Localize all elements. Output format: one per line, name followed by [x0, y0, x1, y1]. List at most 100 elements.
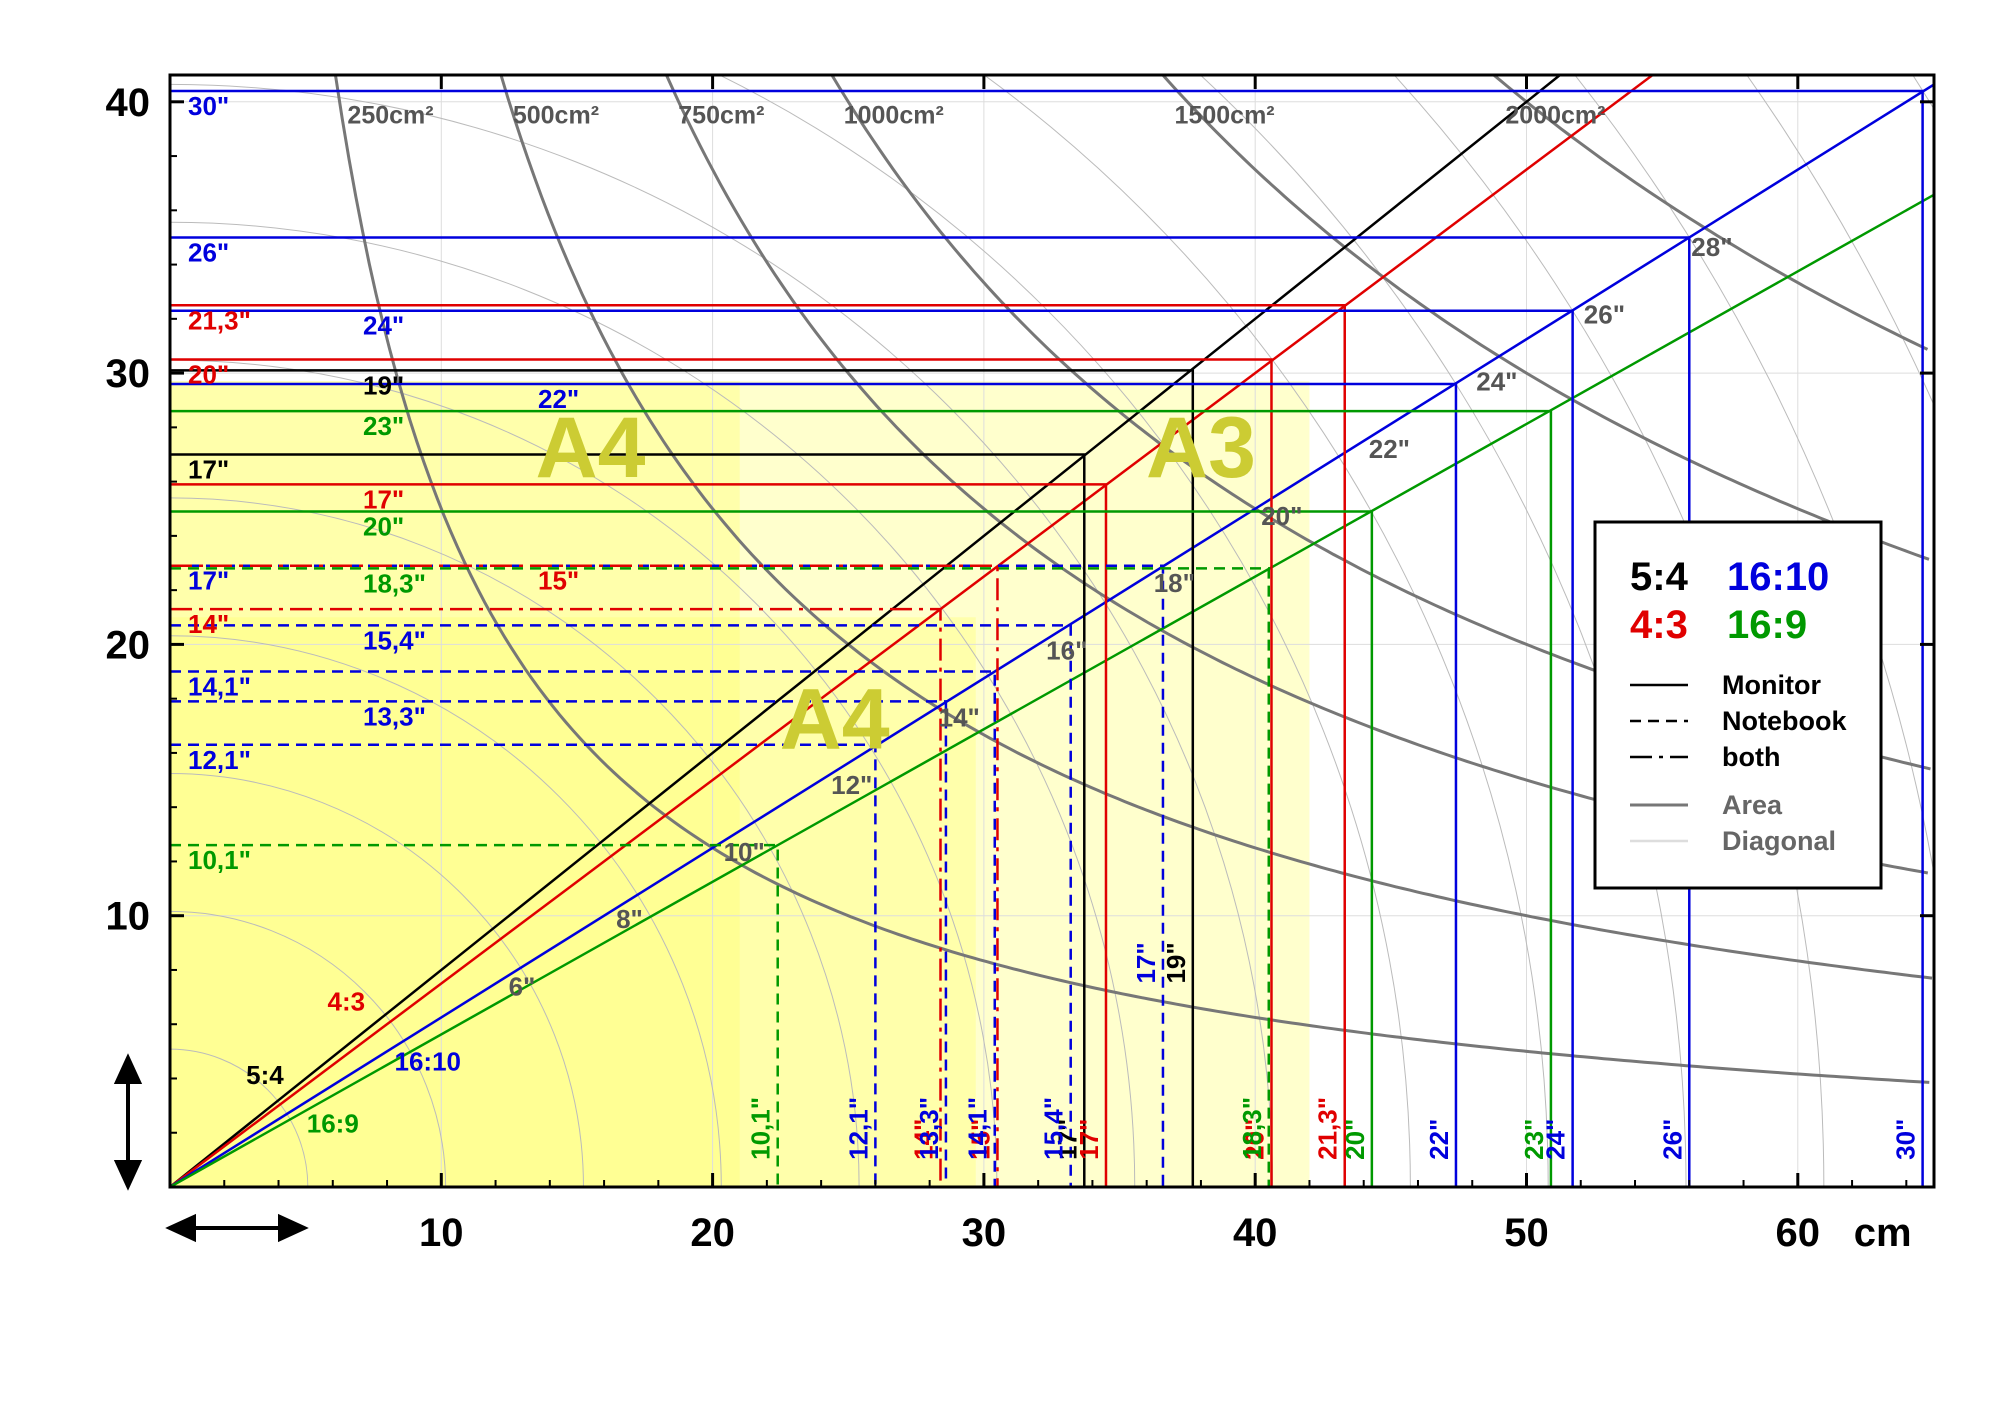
- diagonal-arc-4: [170, 910, 447, 1187]
- legend-ratio-16-9: 16:9: [1727, 603, 1807, 647]
- screen-height-label-15-4-15: 15,4": [1039, 1097, 1069, 1160]
- screen-rect-13-3-17: [170, 700, 948, 1187]
- legend-style-diagonal: Diagonal: [1722, 826, 1836, 856]
- diagonal-arc-20: [983, 75, 1549, 1187]
- y-tick-label-10: 10: [106, 895, 151, 939]
- diagonal-label-20: 20": [1261, 501, 1302, 531]
- screen-rect-18-3-12: [170, 567, 1271, 1187]
- screen-height-label-21-3-2: 21,3": [1313, 1097, 1343, 1160]
- screen-rect-10-1-19: [170, 843, 779, 1187]
- area-label-1500: 1500cm²: [1175, 102, 1275, 130]
- screen-width-label-20-4: 20": [188, 360, 229, 390]
- screen-width-label-23-7: 23": [363, 411, 404, 441]
- x-tick-label-10: 10: [419, 1211, 464, 1255]
- screen-width-label-17-9: 17": [363, 484, 404, 514]
- screen-rect-22-6: [170, 382, 1458, 1187]
- screen-width-label-21-3-2: 21,3": [188, 305, 251, 335]
- screen-height-label-30-0: 30": [1891, 1119, 1921, 1160]
- screen-height-label-26-1: 26": [1657, 1119, 1687, 1160]
- diagonal-arc-6: [170, 773, 584, 1187]
- x-tick-label-60: 60: [1776, 1211, 1821, 1255]
- x-tick-label-50: 50: [1504, 1211, 1549, 1255]
- area-curve-2000: [1492, 75, 1929, 351]
- legend-ratio-16-10: 16:10: [1727, 555, 1829, 599]
- area-label-250: 250cm²: [347, 102, 433, 130]
- screen-rect-19-5: [170, 369, 1195, 1187]
- screen-height-label-17-9: 17": [1074, 1119, 1104, 1160]
- screen-width-label-17-11: 17": [188, 566, 229, 596]
- screen-width-label-26-1: 26": [188, 237, 229, 267]
- area-curve-500: [499, 75, 1933, 980]
- legend-box: [1593, 520, 1883, 890]
- screen-width-label-30-0: 30": [188, 91, 229, 121]
- ratio-lines-layer: [170, 75, 1934, 1187]
- ratio-line-16-9: [170, 193, 1934, 1187]
- horizontal-scale-arrow: [165, 1213, 309, 1243]
- screen-width-label-14-1-16: 14,1": [188, 672, 251, 702]
- ratio-label-5-4: 5:4: [246, 1060, 284, 1090]
- screen-rect-21-3-2: [170, 304, 1346, 1187]
- paper-label-a4-1: A4: [780, 672, 890, 768]
- paper-label-a4-0: A4: [536, 400, 646, 496]
- area-label-1000: 1000cm²: [844, 102, 944, 130]
- screen-rect-17-8: [170, 453, 1086, 1187]
- vertical-scale-arrow: [113, 1053, 143, 1191]
- y-tick-label-20: 20: [106, 623, 151, 667]
- legend-style-notebook: Notebook: [1722, 706, 1847, 736]
- area-curve-1500: [1161, 75, 1930, 561]
- screen-rect-17-9: [170, 483, 1108, 1187]
- screen-height-label-22-6: 22": [1424, 1119, 1454, 1160]
- diagonal-label-26: 26": [1584, 299, 1625, 329]
- screen-width-label-24-3: 24": [363, 311, 404, 341]
- area-label-2000: 2000cm²: [1505, 102, 1605, 130]
- screen-width-label-22-6: 22": [538, 384, 579, 414]
- screen-rect-23-7: [170, 409, 1553, 1187]
- diagonal-label-10: 10": [724, 837, 765, 867]
- screen-height-label-20-10: 20": [1340, 1119, 1370, 1160]
- x-unit-label: cm: [1854, 1211, 1912, 1255]
- screen-width-label-10-1-19: 10,1": [188, 845, 251, 875]
- screen-width-label-20-10: 20": [363, 511, 404, 541]
- screen-height-label-17-8: 17": [1052, 1119, 1082, 1160]
- area-label-750: 750cm²: [678, 102, 764, 130]
- legend-ratio-4-3: 4:3: [1630, 603, 1688, 647]
- screen-height-label-13-3-17: 13,3": [914, 1097, 944, 1160]
- screen-height-label-23-7: 23": [1519, 1119, 1549, 1160]
- diagonal-arc-16: [170, 83, 1274, 1187]
- screen-height-label-20-4: 20": [1239, 1119, 1269, 1160]
- diagonal-label-22: 22": [1369, 434, 1410, 464]
- screen-height-label-17-11: 17": [1131, 942, 1161, 983]
- x-tick-label-30: 30: [962, 1211, 1007, 1255]
- diagonal-label-16: 16": [1046, 635, 1087, 665]
- screen-width-label-13-3-17: 13,3": [363, 701, 426, 731]
- area-label-500: 500cm²: [513, 102, 599, 130]
- ratio-line-4-3: [170, 75, 1655, 1187]
- ratio-label-16-10: 16:10: [394, 1046, 461, 1076]
- screen-width-label-15-4-15: 15,4": [363, 625, 426, 655]
- area-curve-250: [333, 75, 1930, 1084]
- paper-size-layer: [170, 381, 1310, 1187]
- screen-rect-14-14: [170, 607, 942, 1187]
- x-tick-label-40: 40: [1233, 1211, 1278, 1255]
- ratio-label-16-9: 16:9: [307, 1109, 359, 1139]
- screen-height-label-14-14: 14": [908, 1119, 938, 1160]
- y-tick-label-30: 30: [106, 352, 151, 396]
- screen-rect-15-4-15: [170, 624, 1072, 1187]
- screen-rect-20-10: [170, 510, 1374, 1187]
- screen-width-label-15-13: 15": [538, 566, 579, 596]
- screen-height-label-19-5: 19": [1161, 942, 1191, 983]
- screen-height-label-10-1-19: 10,1": [746, 1097, 776, 1160]
- legend-style-area: Area: [1722, 790, 1783, 820]
- screen-height-label-24-3: 24": [1541, 1119, 1571, 1160]
- diagonal-arc-2: [170, 1048, 309, 1187]
- ratio-label-4-3: 4:3: [328, 987, 366, 1017]
- screen-rect-15-13: [170, 564, 999, 1187]
- screen-rect-24-3: [170, 309, 1574, 1187]
- ratio-line-5-4: [170, 75, 1563, 1187]
- screen-rect-30-0: [170, 89, 1924, 1187]
- diagonal-label-12: 12": [831, 770, 872, 800]
- plot-frame: [168, 73, 1936, 1189]
- screen-width-label-18-3-12: 18,3": [363, 568, 426, 598]
